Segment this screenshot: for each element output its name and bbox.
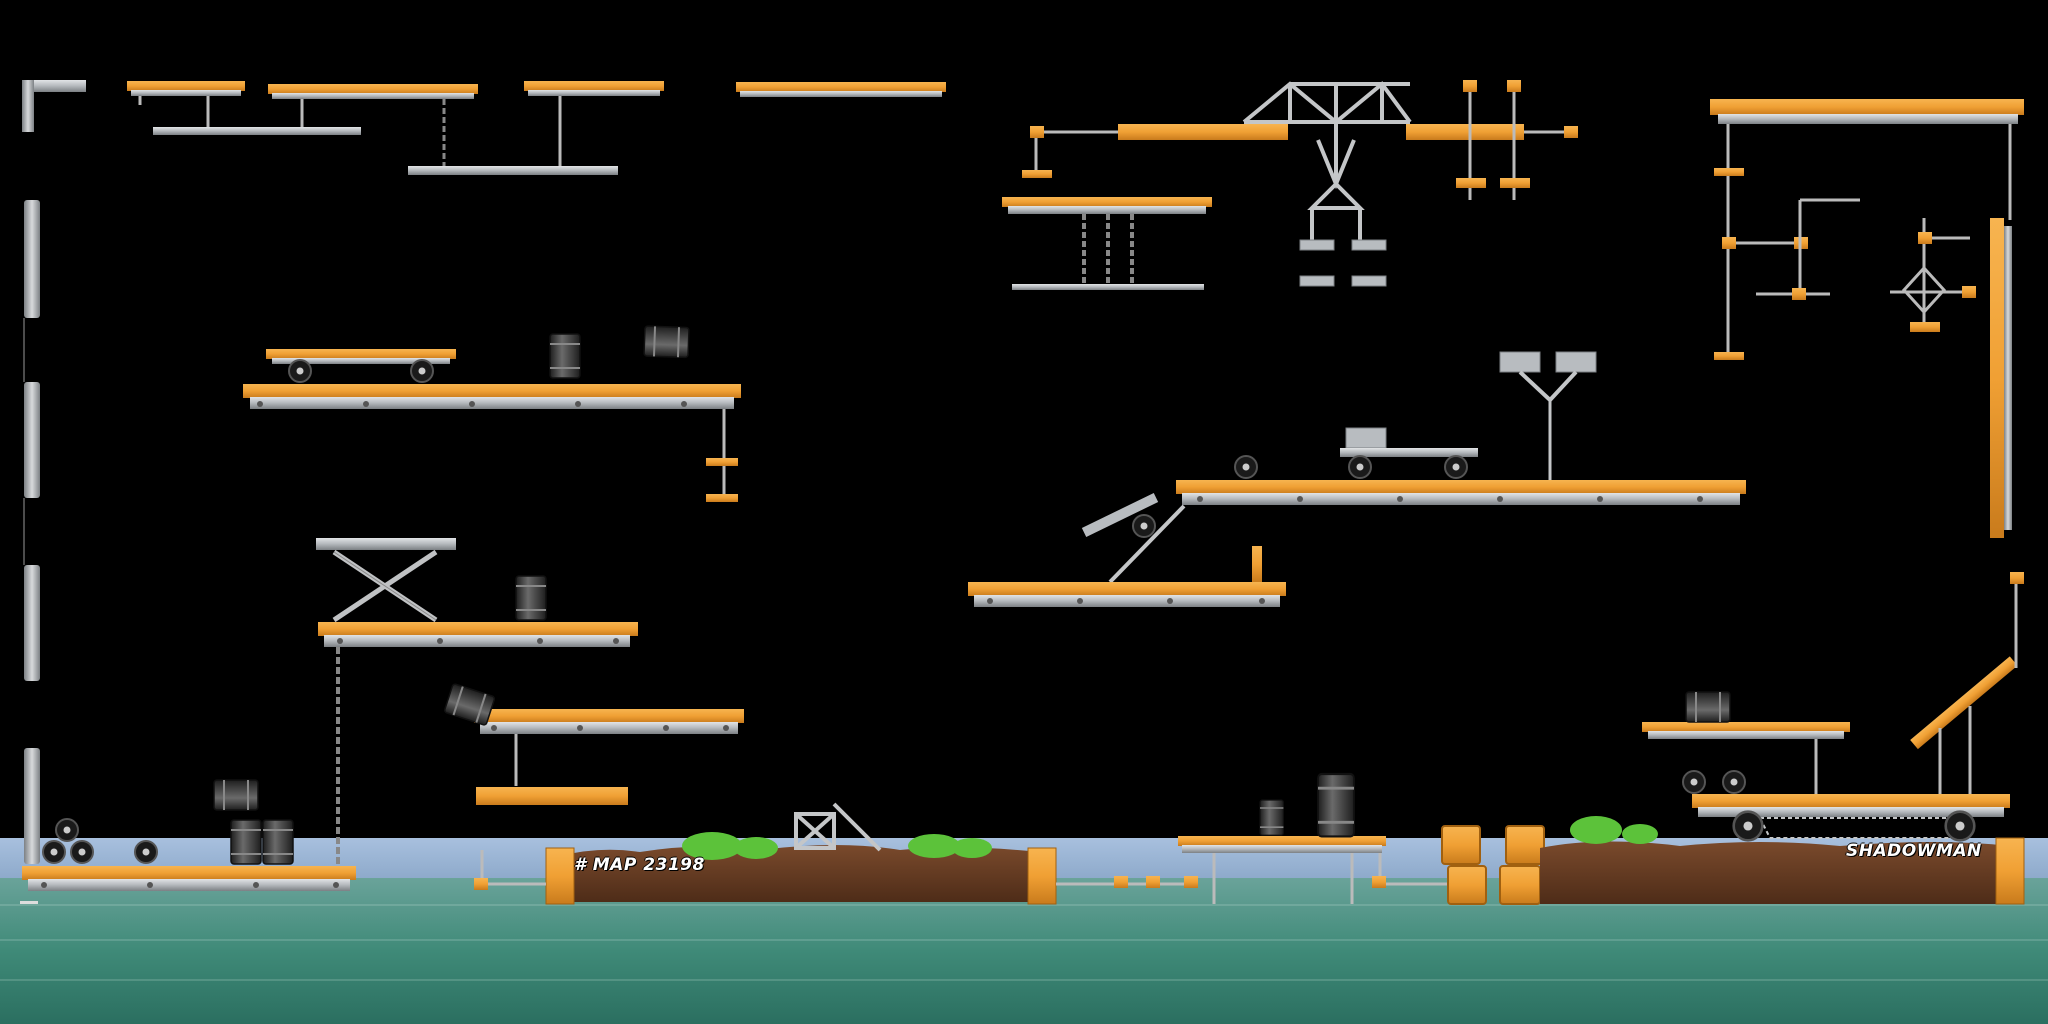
crane-truss	[1242, 81, 1412, 244]
loose-wheel	[1234, 455, 1258, 479]
barrel-tipped-3	[1685, 691, 1731, 723]
barrel-upright-2	[515, 575, 547, 621]
barrel-tipped-1	[643, 325, 691, 359]
bush-icon	[682, 832, 778, 860]
bush-icon	[908, 834, 992, 858]
barrel-small	[1259, 799, 1285, 837]
bottom-left-dock	[20, 866, 356, 904]
right-dirt-island	[1540, 816, 2025, 905]
right-center-platform	[1176, 480, 1746, 505]
mid-left-long-platform	[243, 384, 741, 502]
top-plank-1	[127, 81, 245, 128]
barrel-tipped-2	[443, 682, 497, 727]
crate-icon	[1441, 825, 1545, 905]
truss-icon	[794, 802, 882, 852]
flatbed-cart	[1340, 427, 1478, 479]
right-upper-shelf	[1642, 722, 1850, 796]
center-low-dock	[1178, 836, 1448, 904]
center-lower-platform	[968, 546, 1286, 607]
right-truck	[1692, 794, 2010, 842]
mini-posts	[474, 850, 1198, 890]
top-plank-3	[524, 81, 664, 166]
hanging-steel-beam-1	[153, 127, 361, 135]
barrel-large	[1316, 772, 1356, 838]
top-plank-4	[736, 82, 946, 97]
step-platform	[474, 709, 744, 805]
map-id-label: # MAP 23198	[574, 855, 705, 875]
crane-weights	[1299, 239, 1387, 287]
ramp	[1081, 492, 1186, 584]
top-plank-2	[268, 84, 478, 128]
right-vertical-post	[1990, 218, 2012, 538]
t-post	[1499, 351, 1597, 482]
scissor-lift	[316, 538, 456, 623]
crane-planks	[1022, 80, 1578, 200]
lift-base-platform	[318, 622, 638, 647]
chain-hung-platform	[1002, 197, 1212, 290]
top-left-bracket	[22, 80, 86, 132]
right-top-frame	[1710, 99, 2024, 360]
left-dirt-island	[545, 802, 1057, 905]
right-cross-fixture	[1890, 218, 1976, 332]
author-label: SHADOWMAN	[1846, 841, 1982, 861]
hanging-steel-beam-2	[408, 166, 618, 175]
right-ramp	[1910, 572, 2024, 796]
barrel-upright-1	[549, 333, 581, 379]
cart-platform	[266, 349, 456, 383]
bush-icon	[1570, 816, 1658, 844]
left-wall-segments	[23, 200, 40, 864]
